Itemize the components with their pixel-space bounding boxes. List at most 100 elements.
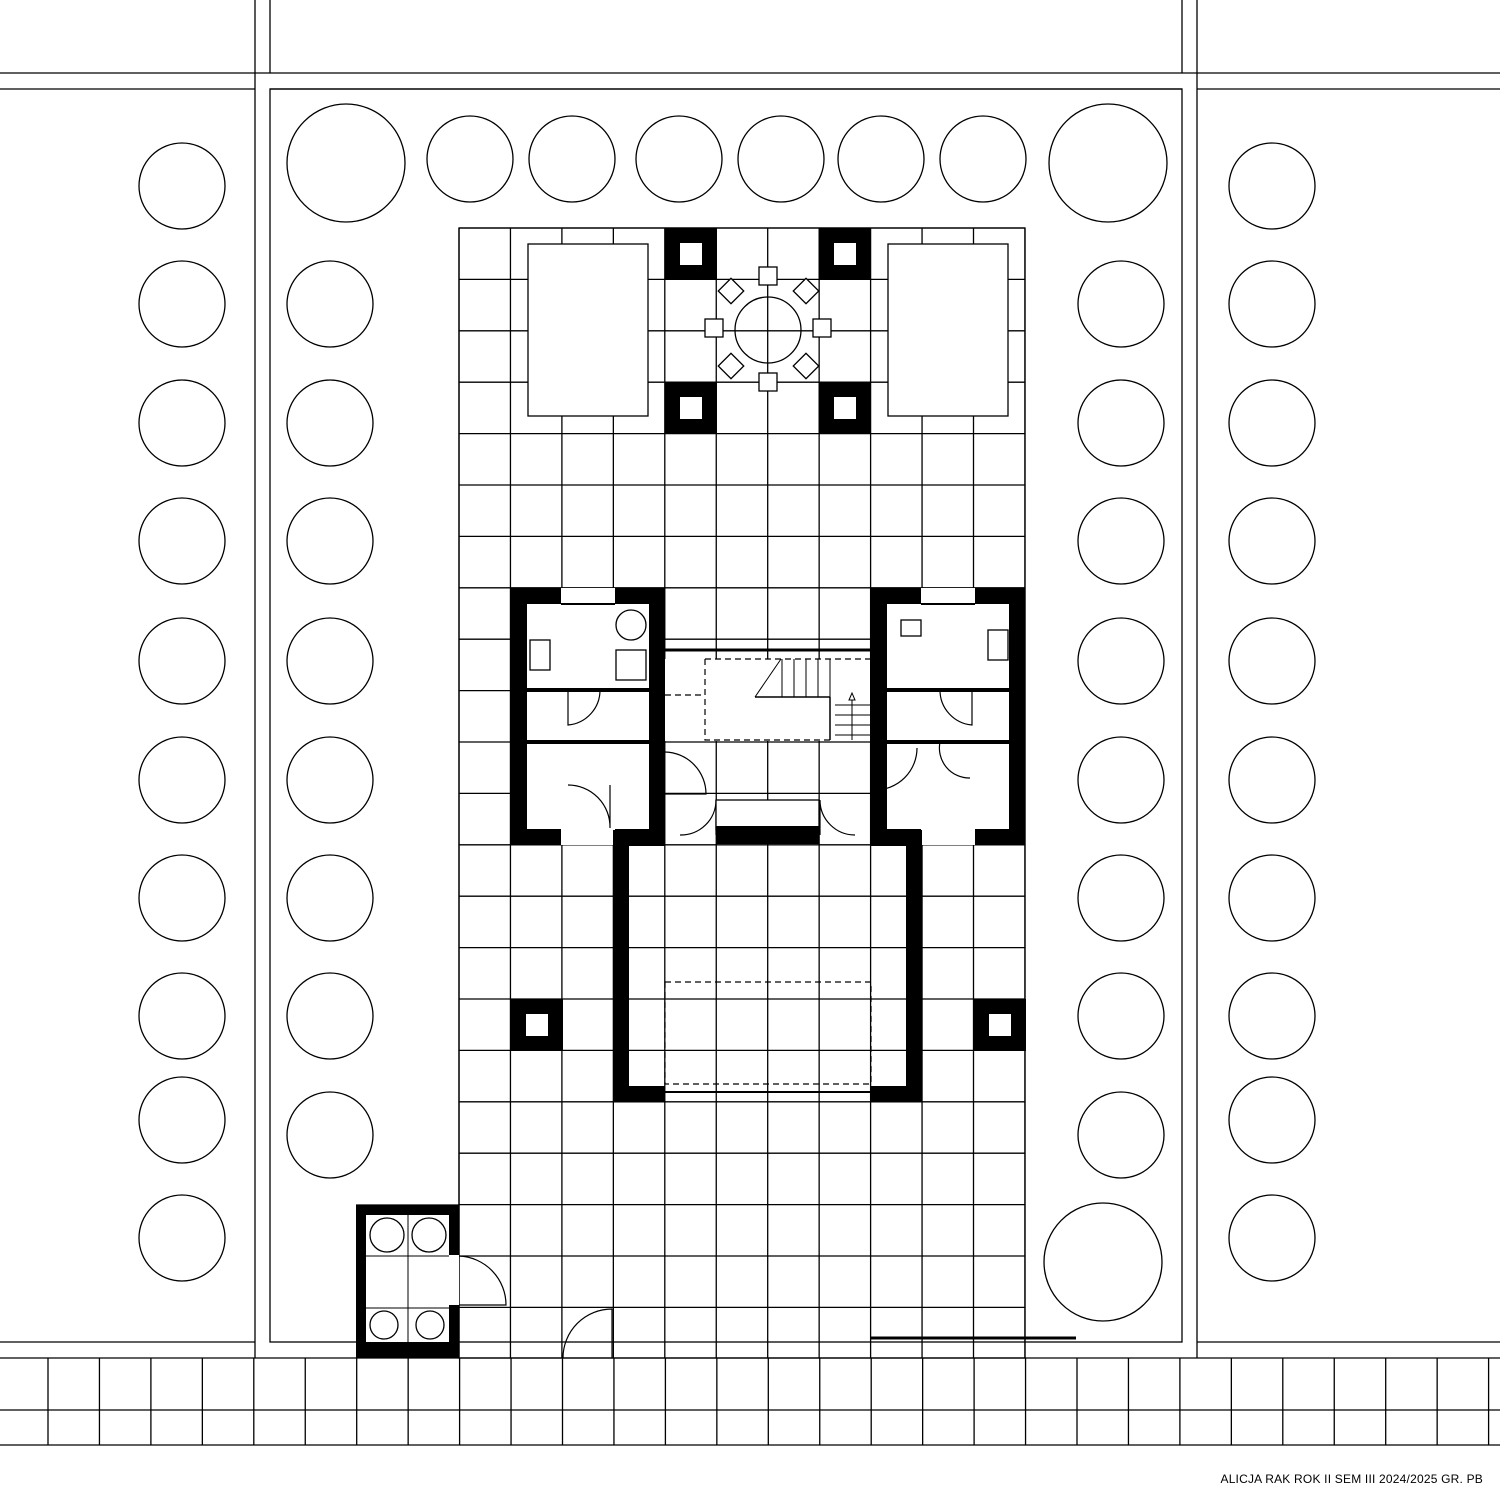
shed-wall (449, 1205, 459, 1255)
tree-circle (286, 260, 374, 348)
tree-circle (138, 379, 226, 467)
column-core (834, 243, 856, 265)
barrel (369, 1310, 399, 1340)
column-core (989, 1014, 1011, 1036)
tree-circle (138, 142, 226, 230)
stair-core-floor (665, 659, 870, 741)
hall-wall (871, 830, 922, 846)
right-wing-wall (871, 588, 921, 604)
garden-boundary (269, 88, 1183, 1343)
upper-stair-dashed (665, 658, 870, 741)
hall-wall (613, 1086, 665, 1102)
left-wing-wall (511, 588, 527, 845)
tree-circle (837, 115, 925, 203)
shed-wall (356, 1205, 366, 1358)
tree-circle (286, 497, 374, 585)
tree-circle (1228, 142, 1316, 230)
right-wing-floor (871, 588, 1025, 845)
tree-circle (138, 854, 226, 942)
left-wing-wall (649, 588, 665, 845)
tree-circle (1228, 260, 1316, 348)
chair (758, 372, 778, 392)
chair (758, 266, 778, 286)
tree-circle (1077, 854, 1165, 942)
right-wing-wall (975, 829, 1025, 845)
chair (792, 277, 820, 305)
tree-circle (138, 1076, 226, 1164)
dining-table (734, 296, 802, 364)
tree-circle (1077, 617, 1165, 705)
sink (987, 629, 1009, 661)
tree-circle (1077, 736, 1165, 824)
tree-circle (939, 115, 1027, 203)
door-swing-arc (664, 751, 707, 795)
tree-circle (1228, 497, 1316, 585)
planter-bed (527, 243, 649, 417)
left-wing-wall (511, 588, 561, 604)
arrow-up-icon (848, 691, 856, 701)
tree-circle (286, 854, 374, 942)
right-wing-wall (871, 588, 887, 845)
right-wing-wall (975, 588, 1025, 604)
appliance (615, 649, 647, 681)
hall-wall (613, 830, 665, 846)
toilet (900, 619, 922, 637)
door-swing-arc (458, 1255, 507, 1306)
column-core (680, 243, 702, 265)
tree-circle (1077, 260, 1165, 348)
barrel (369, 1217, 405, 1253)
chair (717, 352, 745, 380)
hall-wall (716, 826, 819, 844)
chair (717, 277, 745, 305)
tree-circle (286, 1091, 374, 1179)
tree-circle (1228, 854, 1316, 942)
tree-circle (138, 736, 226, 824)
column-core (526, 1014, 548, 1036)
tree-circle (635, 115, 723, 203)
left-wing-wall (615, 588, 665, 604)
tree-circle (1228, 1076, 1316, 1164)
hall-wall (613, 830, 629, 1102)
barrel (415, 1310, 445, 1340)
tree-circle (1077, 379, 1165, 467)
column-core (680, 397, 702, 419)
right-wing-wall (1009, 588, 1025, 845)
stair-break-line (754, 658, 782, 698)
door-swing-arc (939, 689, 973, 726)
barrel (411, 1217, 447, 1253)
tree-circle (138, 260, 226, 348)
door-swing-arc (819, 799, 856, 836)
tree-circle (138, 972, 226, 1060)
author-caption: ALICJA RAK ROK II SEM III 2024/2025 GR. … (1220, 1472, 1483, 1486)
bench (715, 799, 820, 831)
sink (529, 639, 551, 671)
hall-wall (871, 1086, 922, 1102)
door-swing-arc (679, 799, 717, 836)
tree-circle (138, 617, 226, 705)
tree-circle (1228, 1194, 1316, 1282)
tree-circle (1228, 736, 1316, 824)
planter-bed (887, 243, 1009, 417)
gate-swing-arc (562, 1308, 613, 1359)
chair (812, 318, 832, 338)
shed-wall (356, 1205, 459, 1215)
washing-machine (615, 609, 647, 641)
tree-circle (286, 736, 374, 824)
tree-circle (138, 1194, 226, 1282)
tree-circle (1228, 617, 1316, 705)
door-swing-arc (567, 689, 601, 726)
hall-wall (906, 830, 922, 1102)
chair (704, 318, 724, 338)
tree-circle (1077, 1091, 1165, 1179)
door-swing-arc (874, 747, 918, 791)
shed-wall (449, 1305, 459, 1358)
chair (792, 352, 820, 380)
tree-circle (528, 115, 616, 203)
large-tree-circle (1043, 1202, 1163, 1322)
large-tree-circle (286, 103, 406, 223)
tree-circle (138, 497, 226, 585)
tree-circle (286, 617, 374, 705)
tree-circle (1077, 497, 1165, 585)
